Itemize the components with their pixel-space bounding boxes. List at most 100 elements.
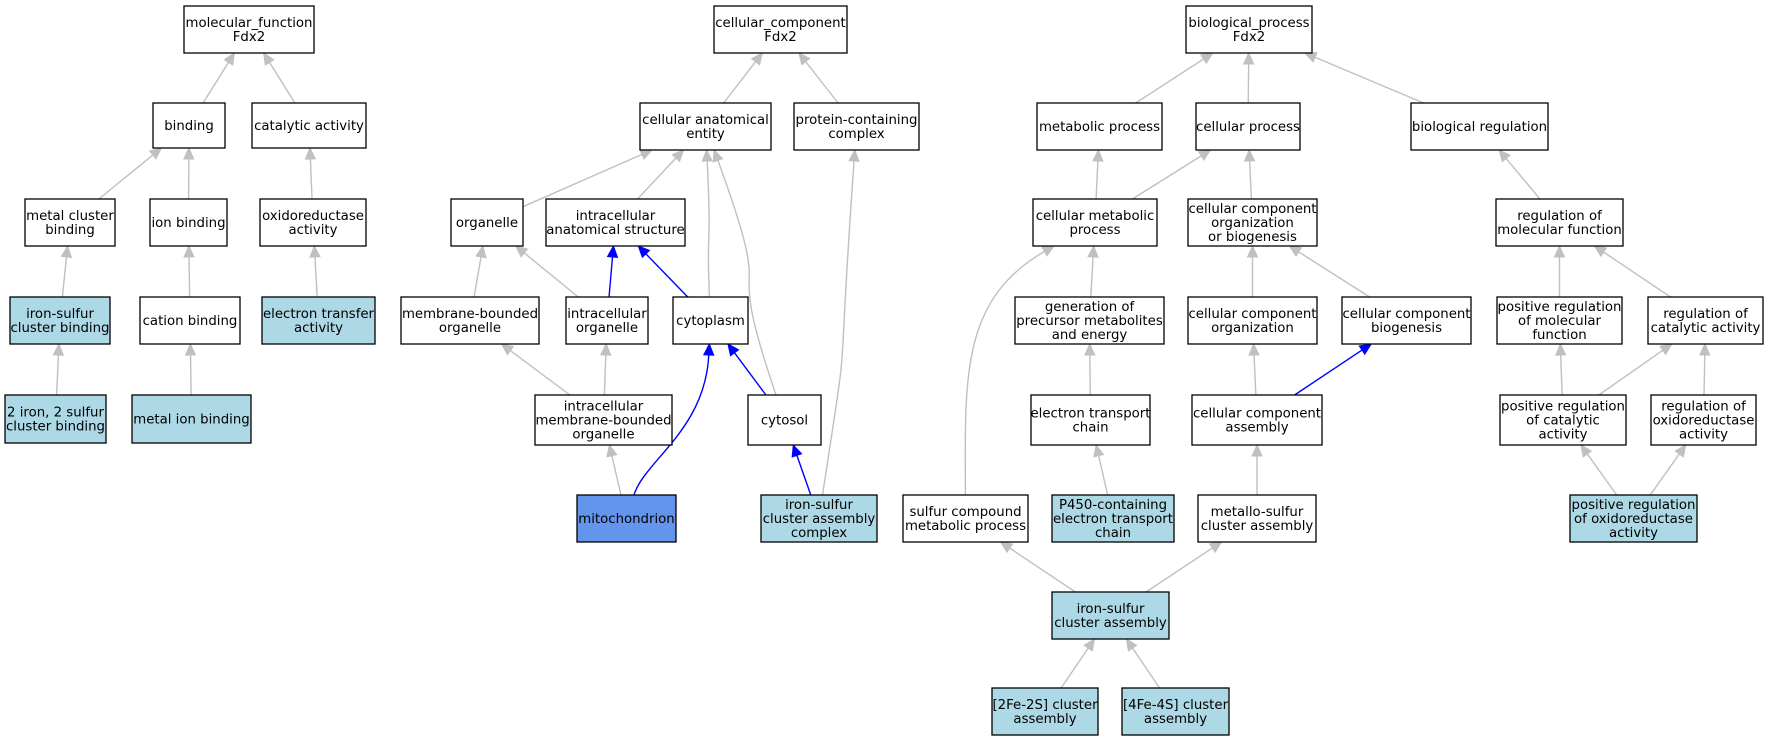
node-ion_binding[interactable]: ion binding	[149, 198, 228, 247]
node-box[interactable]	[1499, 394, 1627, 446]
node-box[interactable]	[1030, 394, 1151, 446]
node-box[interactable]	[1495, 198, 1624, 247]
node-box[interactable]	[152, 102, 226, 149]
node-metabolic_process[interactable]: metabolic process	[1036, 102, 1163, 151]
node-catalytic_activity[interactable]: catalytic activity	[251, 102, 367, 149]
node-box[interactable]	[24, 198, 116, 247]
node-box[interactable]	[1650, 394, 1757, 446]
node-box[interactable]	[565, 296, 649, 345]
node-box[interactable]	[139, 296, 241, 345]
node-box[interactable]	[9, 296, 111, 345]
node-box[interactable]	[1647, 296, 1764, 345]
node-box[interactable]	[545, 198, 686, 247]
node-label: cellular anatomical	[642, 113, 769, 128]
node-box[interactable]	[672, 296, 749, 345]
node-cytosol[interactable]: cytosol	[747, 394, 822, 446]
node-box[interactable]	[1195, 102, 1301, 151]
node-box[interactable]	[251, 102, 367, 149]
node-label: cluster assembly	[763, 512, 876, 527]
node-cellular_process[interactable]: cellular process	[1195, 102, 1301, 151]
node-box[interactable]	[639, 102, 772, 151]
node-box[interactable]	[131, 394, 252, 444]
node-box[interactable]	[793, 102, 920, 151]
node-box[interactable]	[1051, 494, 1175, 543]
node-box[interactable]	[1036, 102, 1163, 151]
node-box[interactable]	[1341, 296, 1472, 345]
node-organelle[interactable]: organelle	[450, 198, 524, 247]
node-box[interactable]	[1051, 591, 1170, 640]
node-binding[interactable]: binding	[152, 102, 226, 149]
node-box[interactable]	[4, 394, 107, 444]
node-box[interactable]	[576, 494, 677, 543]
node-biological_regulation[interactable]: biological regulation	[1410, 102, 1549, 151]
node-mitochondrion[interactable]: mitochondrion	[576, 494, 677, 543]
edge-arrowhead	[60, 244, 73, 259]
node-box[interactable]	[1185, 5, 1313, 54]
node-box[interactable]	[1569, 494, 1698, 543]
node-box[interactable]	[1191, 394, 1323, 446]
node-box[interactable]	[450, 198, 524, 247]
node-box[interactable]	[261, 296, 376, 345]
node-box[interactable]	[149, 198, 228, 247]
edge-cc_assembly-to-cc_organization	[1248, 342, 1260, 396]
edge-metal_ion_binding-to-cation_binding	[184, 342, 197, 396]
node-box[interactable]	[991, 687, 1099, 736]
node-box[interactable]	[1032, 198, 1158, 247]
node-box[interactable]	[760, 494, 878, 543]
node-cytoplasm[interactable]: cytoplasm	[672, 296, 749, 345]
node-box[interactable]	[400, 296, 540, 345]
node-box[interactable]	[534, 394, 673, 446]
node-box[interactable]	[1410, 102, 1549, 151]
node-metal_ion_binding[interactable]: metal ion binding	[131, 394, 252, 444]
node-box[interactable]	[713, 5, 848, 54]
node-box[interactable]	[183, 5, 315, 54]
node-cation_binding[interactable]: cation binding	[139, 296, 241, 345]
node-box[interactable]	[1014, 296, 1165, 345]
node-label: intracellular	[564, 400, 644, 415]
node-box[interactable]	[747, 394, 822, 446]
node-box[interactable]	[1197, 494, 1317, 543]
node-box[interactable]	[1187, 198, 1318, 247]
node-box[interactable]	[1187, 296, 1318, 345]
node-label: organelle	[572, 428, 634, 443]
node-box[interactable]	[259, 198, 367, 247]
node-box[interactable]	[1496, 296, 1623, 345]
node-box[interactable]	[902, 494, 1029, 543]
node-box[interactable]	[1121, 687, 1230, 736]
